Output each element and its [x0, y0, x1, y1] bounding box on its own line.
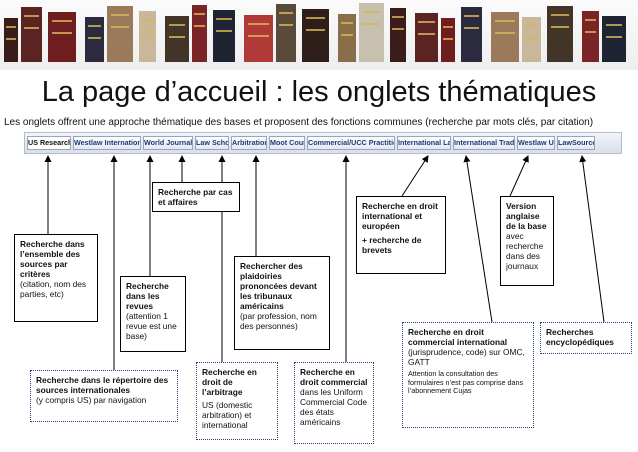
- slide-title: La page d’accueil : les onglets thématiq…: [41, 76, 597, 108]
- book-spine: [415, 13, 438, 62]
- callout-law-school-title: Recherche par cas et affaires: [158, 187, 233, 207]
- tab-moot-court[interactable]: Moot Court: [269, 136, 305, 150]
- callout-commercial-ucc-text: dans les Uniform Commercial Code des éta…: [300, 387, 368, 427]
- book-spine: [21, 7, 42, 62]
- callout-moot-court-title: Rechercher des plaidoiries prononcées de…: [240, 261, 317, 311]
- callout-westlaw-uk: Version anglaise de la base avec recherc…: [500, 196, 554, 286]
- callout-westlaw-intl: Recherche dans le répertoire des sources…: [30, 370, 178, 422]
- callout-moot-court-text: (par profession, nom des personnes): [240, 311, 317, 331]
- book-spine: [522, 17, 541, 62]
- callout-arbitration: Recherche en droit de l’arbitrage US (do…: [196, 362, 278, 440]
- book-spine: [338, 14, 356, 62]
- callout-westlaw-intl-title: Recherche dans le répertoire des sources…: [36, 375, 169, 395]
- slide-subtitle: Les onglets offrent une approche thémati…: [4, 117, 594, 128]
- callout-international-law: Recherche en droit international et euro…: [356, 196, 446, 274]
- callout-lawsource: Recherches encyclopédiques: [540, 322, 632, 354]
- book-spine: [213, 10, 235, 62]
- book-spine: [602, 16, 626, 62]
- callout-law-school: Recherche par cas et affaires: [152, 182, 240, 212]
- callout-world-journals-text: (attention 1 revue est une base): [126, 311, 177, 341]
- tab-us-research[interactable]: US Research: [27, 136, 71, 150]
- book-spine: [276, 4, 296, 62]
- callout-arbitration-text: US (domestic arbitration) et internation…: [202, 400, 253, 430]
- callout-westlaw-intl-text: (y compris US) par navigation: [36, 395, 147, 405]
- callout-commercial-ucc-title: Recherche en droit commercial: [300, 367, 368, 387]
- book-spine: [192, 5, 207, 62]
- book-spine: [244, 15, 273, 62]
- callout-international-trade-note: Attention la consultation des formulaire…: [408, 369, 524, 395]
- tab-international-trade[interactable]: International Trade: [453, 136, 515, 150]
- tab-commercial-ucc[interactable]: Commercial/UCC Practition...: [307, 136, 395, 150]
- callout-international-law-extra: + recherche de brevets: [362, 235, 422, 255]
- callout-us-research-title: Recherche dans l’ensemble des sources pa…: [20, 239, 85, 279]
- tab-arbitration[interactable]: Arbitration: [231, 136, 267, 150]
- callout-commercial-ucc: Recherche en droit commercial dans les U…: [294, 362, 374, 444]
- book-spine: [461, 7, 482, 62]
- callout-westlaw-uk-text: avec recherche dans des journaux: [506, 231, 544, 271]
- tab-international-law[interactable]: International Law: [397, 136, 451, 150]
- callout-international-trade-text: (jurisprudence, code) sur OMC, GATT: [408, 347, 525, 367]
- book-spine: [441, 18, 455, 62]
- tab-westlaw-international[interactable]: Westlaw International: [73, 136, 141, 150]
- arrow-international-law: [401, 155, 429, 197]
- tab-world-journals[interactable]: World Journals: [143, 136, 193, 150]
- callout-moot-court: Rechercher des plaidoiries prononcées de…: [234, 256, 330, 350]
- book-spine: [302, 9, 329, 62]
- book-spine: [582, 11, 599, 62]
- callout-world-journals-title: Recherche dans les revues: [126, 281, 169, 311]
- callout-lawsource-title: Recherches encyclopédiques: [546, 327, 614, 347]
- callout-international-trade: Recherche en droit commercial internatio…: [402, 322, 534, 428]
- books-banner-image: [0, 0, 638, 70]
- arrow-westlaw-uk: [509, 155, 529, 197]
- tab-lawsource[interactable]: LawSource: [557, 136, 595, 150]
- book-spine: [359, 3, 384, 62]
- arrow-international-trade: [463, 155, 493, 323]
- westlaw-tab-bar: US Research Westlaw International World …: [24, 132, 622, 154]
- book-spine: [139, 11, 156, 62]
- callout-world-journals: Recherche dans les revues (attention 1 r…: [120, 276, 186, 352]
- tab-law-school[interactable]: Law School: [195, 136, 229, 150]
- book-spine: [491, 12, 519, 62]
- book-spine: [48, 12, 76, 62]
- callout-arbitration-title: Recherche en droit de l’arbitrage: [202, 367, 257, 397]
- book-spine: [4, 18, 18, 62]
- arrow-lawsource: [579, 155, 605, 323]
- book-spine: [107, 6, 133, 62]
- callout-us-research-text: (citation, nom des parties, etc): [20, 279, 87, 299]
- book-spine: [390, 8, 406, 62]
- callout-international-law-title: Recherche en droit international et euro…: [362, 201, 438, 231]
- callout-us-research: Recherche dans l’ensemble des sources pa…: [14, 234, 98, 322]
- book-spine: [85, 17, 104, 62]
- tab-westlaw-uk[interactable]: Westlaw UK: [517, 136, 555, 150]
- callout-westlaw-uk-title: Version anglaise de la base: [506, 201, 547, 231]
- callout-international-trade-title: Recherche en droit commercial internatio…: [408, 327, 508, 347]
- book-spine: [165, 16, 189, 62]
- book-spine: [547, 6, 573, 62]
